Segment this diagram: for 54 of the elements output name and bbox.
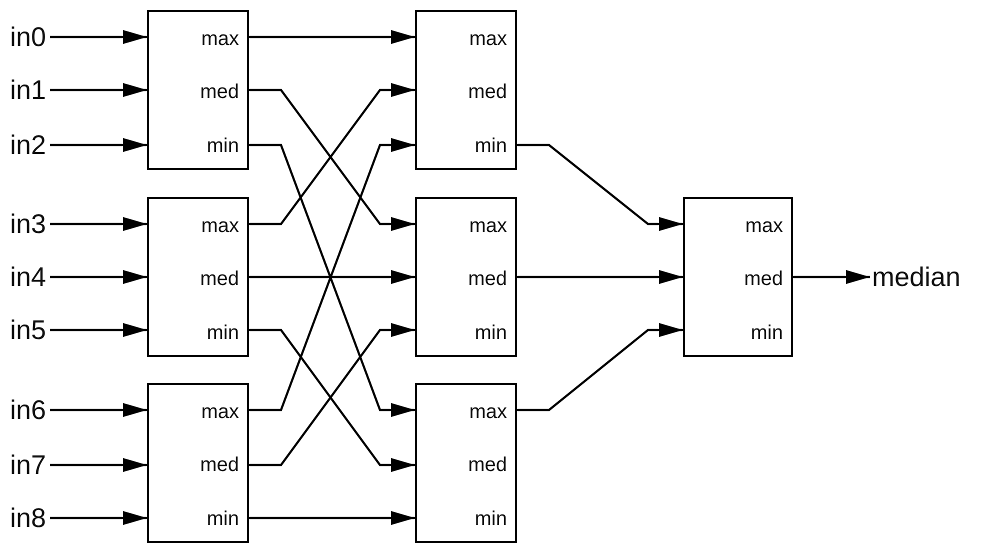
port-label: med	[744, 268, 783, 290]
arrow	[50, 270, 147, 284]
port-label: max	[745, 215, 783, 237]
arrow	[50, 511, 147, 525]
port-label: min	[206, 508, 239, 530]
arrow	[517, 270, 683, 284]
comparator-box	[147, 197, 249, 357]
arrow	[249, 30, 415, 44]
arrow	[50, 403, 147, 417]
port-label: min	[474, 508, 507, 530]
port-label: med	[200, 81, 239, 103]
input-label: in4	[10, 262, 46, 292]
arrow	[50, 138, 147, 152]
output-label: median	[872, 262, 961, 292]
input-label: in2	[10, 130, 46, 160]
input-label: in0	[10, 22, 46, 52]
arrow	[517, 144, 683, 231]
input-label: in8	[10, 503, 46, 533]
arrow	[517, 323, 683, 412]
input-label: in3	[10, 209, 46, 239]
port-label: max	[201, 215, 239, 237]
arrow	[793, 270, 870, 284]
port-label: min	[474, 322, 507, 344]
arrow	[50, 323, 147, 337]
port-label: med	[200, 454, 239, 476]
port-label: max	[469, 401, 507, 423]
port-label: med	[468, 81, 507, 103]
port-label: min	[474, 135, 507, 157]
arrow	[50, 83, 147, 97]
port-label: med	[468, 268, 507, 290]
port-label: med	[200, 268, 239, 290]
comparator-box	[147, 10, 249, 170]
port-label: min	[206, 135, 239, 157]
comparator-box	[415, 383, 517, 543]
comparator-box	[683, 197, 793, 357]
comparator-box	[415, 197, 517, 357]
arrow	[249, 270, 415, 284]
input-label: in7	[10, 450, 46, 480]
comparator-box	[415, 10, 517, 170]
arrow	[50, 458, 147, 472]
arrow	[50, 30, 147, 44]
input-label: in6	[10, 395, 46, 425]
port-label: min	[206, 322, 239, 344]
comparator-box	[147, 383, 249, 543]
port-label: max	[201, 28, 239, 50]
port-label: min	[750, 322, 783, 344]
port-label: med	[468, 454, 507, 476]
arrow	[50, 217, 147, 231]
input-label: in5	[10, 315, 46, 345]
input-label: in1	[10, 75, 46, 105]
port-label: max	[469, 28, 507, 50]
port-label: max	[469, 215, 507, 237]
port-label: max	[201, 401, 239, 423]
arrow	[249, 511, 415, 525]
